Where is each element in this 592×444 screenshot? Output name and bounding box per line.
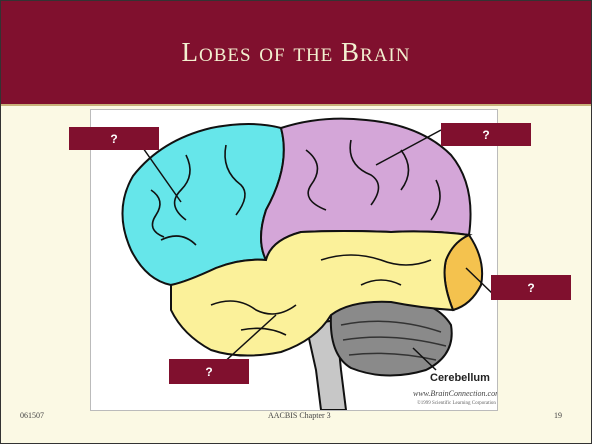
temporal-lobe-label-box[interactable]: ? bbox=[169, 359, 249, 384]
credit-text: www.BrainConnection.com bbox=[413, 389, 498, 398]
frontal-lobe-label-box[interactable]: ? bbox=[69, 127, 159, 150]
footer-left: 061507 bbox=[20, 411, 44, 420]
occipital-lobe-label-box[interactable]: ? bbox=[491, 275, 571, 300]
slide-number: 19 bbox=[554, 411, 562, 420]
cerebellum-label: Cerebellum bbox=[430, 372, 490, 384]
brain-diagram: Cerebellum www.BrainConnection.com ©1999… bbox=[90, 109, 498, 411]
brain-illustration bbox=[91, 110, 497, 410]
parietal-lobe-label-box[interactable]: ? bbox=[441, 123, 531, 146]
footer-center: AACBIS Chapter 3 bbox=[268, 411, 331, 420]
title-divider bbox=[1, 104, 591, 106]
slide-title: Lobes of the Brain bbox=[182, 37, 411, 68]
credit-subtext: ©1999 Scientific Learning Corporation bbox=[417, 401, 496, 406]
title-bar: Lobes of the Brain bbox=[1, 1, 591, 104]
